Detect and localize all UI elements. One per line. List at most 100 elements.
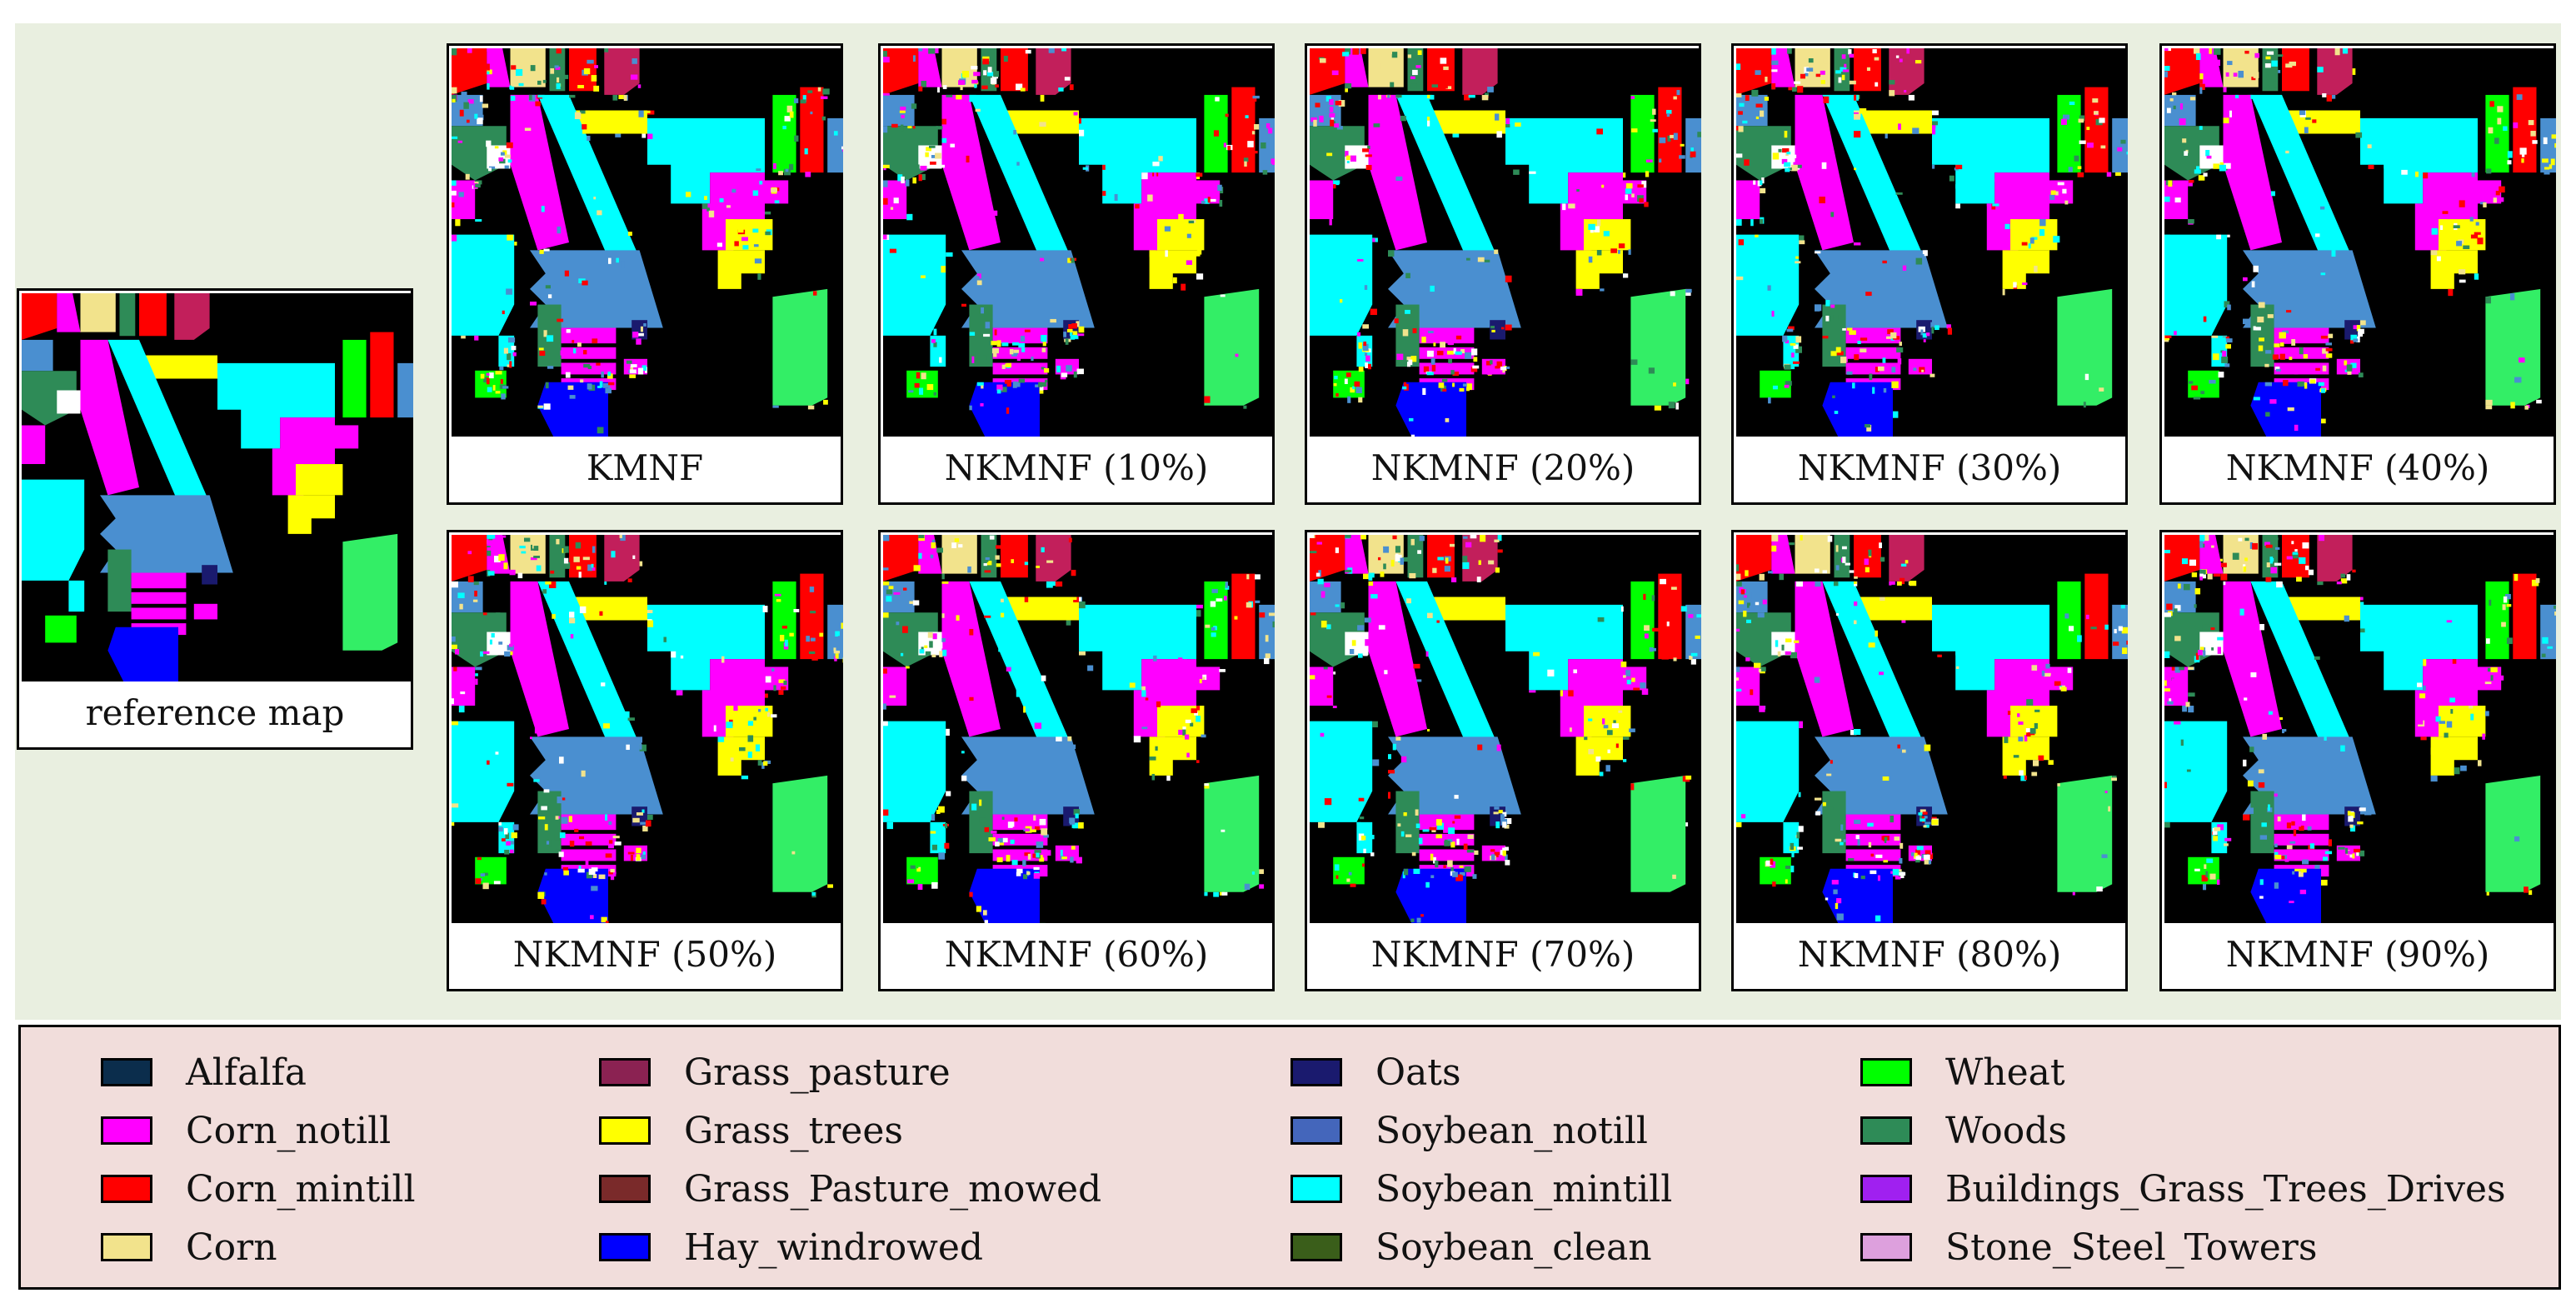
noise-pixel (1751, 592, 1755, 600)
noise-pixel (1066, 620, 1071, 626)
noise-pixel (604, 48, 609, 52)
noise-pixel (2355, 132, 2363, 138)
noise-pixel (2120, 139, 2126, 144)
noise-pixel (1785, 167, 1790, 172)
noise-pixel (1650, 119, 1656, 122)
noise-pixel (921, 647, 924, 652)
noise-pixel (2025, 728, 2032, 732)
noise-pixel (1590, 229, 1594, 233)
noise-pixel (1315, 102, 1320, 107)
noise-pixel (2227, 304, 2231, 311)
noise-pixel (1875, 915, 1881, 922)
noise-pixel (1016, 690, 1024, 697)
noise-pixel (2018, 736, 2024, 741)
noise-pixel (552, 614, 556, 619)
noise-pixel (1633, 687, 1640, 691)
noise-pixel (2258, 769, 2264, 774)
noise-pixel (477, 857, 482, 861)
noise-pixel (1467, 834, 1474, 839)
field-corn-notill (992, 833, 1048, 846)
noise-pixel (2164, 549, 2170, 554)
noise-pixel (2164, 670, 2167, 674)
field-soybean-mintill (2250, 94, 2353, 258)
field-oats (2344, 320, 2360, 340)
noise-pixel (637, 332, 644, 337)
field-grass-trees (569, 110, 647, 134)
noise-pixel (2069, 626, 2074, 632)
noise-pixel (2483, 202, 2487, 207)
field-stone (1771, 632, 1795, 656)
noise-pixel (1245, 115, 1249, 118)
noise-pixel (1854, 354, 1860, 361)
noise-pixel (1602, 718, 1605, 725)
noise-pixel (466, 119, 470, 123)
noise-pixel (1358, 367, 1364, 372)
noise-pixel (1613, 720, 1616, 723)
noise-pixel (1405, 272, 1410, 279)
noise-pixel (1886, 840, 1893, 846)
noise-pixel (2292, 552, 2299, 555)
noise-pixel (1077, 333, 1085, 337)
noise-pixel (2325, 342, 2333, 346)
noise-pixel (2209, 48, 2212, 54)
noise-pixel (2203, 878, 2209, 881)
noise-pixel (2223, 87, 2227, 92)
noise-pixel (986, 561, 992, 566)
noise-pixel (2117, 147, 2123, 152)
noise-pixel (1918, 812, 1923, 816)
noise-pixel (2358, 372, 2364, 377)
noise-pixel (1354, 381, 1360, 387)
noise-pixel (1673, 657, 1677, 661)
noise-pixel (2199, 647, 2204, 651)
noise-pixel (583, 350, 587, 355)
noise-pixel (1068, 323, 1073, 330)
field-corn-notill (1795, 94, 1854, 251)
noise-pixel (1848, 48, 1852, 55)
noise-pixel (2269, 399, 2277, 404)
noise-pixel (1791, 352, 1795, 358)
noise-pixel (883, 567, 889, 571)
noise-pixel (500, 378, 503, 384)
noise-pixel (789, 632, 794, 637)
noise-pixel (475, 183, 481, 188)
field-stone (57, 390, 81, 414)
noise-pixel (535, 101, 541, 107)
noise-pixel (1671, 117, 1677, 121)
noise-pixel (1905, 560, 1909, 564)
noise-pixel (504, 154, 511, 158)
noise-pixel (721, 656, 725, 663)
noise-pixel (604, 581, 607, 585)
noise-pixel (896, 622, 900, 626)
noise-pixel (888, 586, 894, 590)
noise-pixel (459, 109, 464, 117)
noise-pixel (2253, 326, 2256, 331)
noise-pixel (1261, 142, 1266, 149)
noise-pixel (1760, 666, 1766, 671)
map-panel-kmnf: KMNF (447, 43, 843, 505)
noise-pixel (1449, 543, 1455, 547)
noise-pixel (533, 546, 539, 552)
noise-pixel (2356, 336, 2360, 342)
noise-pixel (1040, 384, 1044, 391)
noise-pixel (765, 211, 771, 215)
noise-pixel (1868, 549, 1872, 557)
noise-pixel (1249, 97, 1257, 102)
noise-pixel (1061, 856, 1067, 860)
noise-pixel (2122, 647, 2128, 655)
noise-pixel (486, 140, 492, 147)
noise-pixel (1912, 127, 1920, 134)
noise-pixel (811, 657, 818, 661)
noise-pixel (2359, 807, 2366, 811)
noise-pixel (931, 339, 936, 343)
map-panel-n20: NKMNF (20%) (1305, 43, 1701, 505)
noise-pixel (2034, 723, 2038, 729)
noise-pixel (559, 756, 564, 764)
noise-pixel (1225, 113, 1229, 117)
noise-pixel (1310, 117, 1317, 122)
noise-pixel (1866, 67, 1870, 72)
noise-pixel (2274, 562, 2282, 566)
noise-pixel (2164, 71, 2168, 77)
noise-pixel (475, 878, 482, 884)
noise-pixel (1073, 822, 1080, 829)
noise-pixel (1796, 831, 1800, 839)
